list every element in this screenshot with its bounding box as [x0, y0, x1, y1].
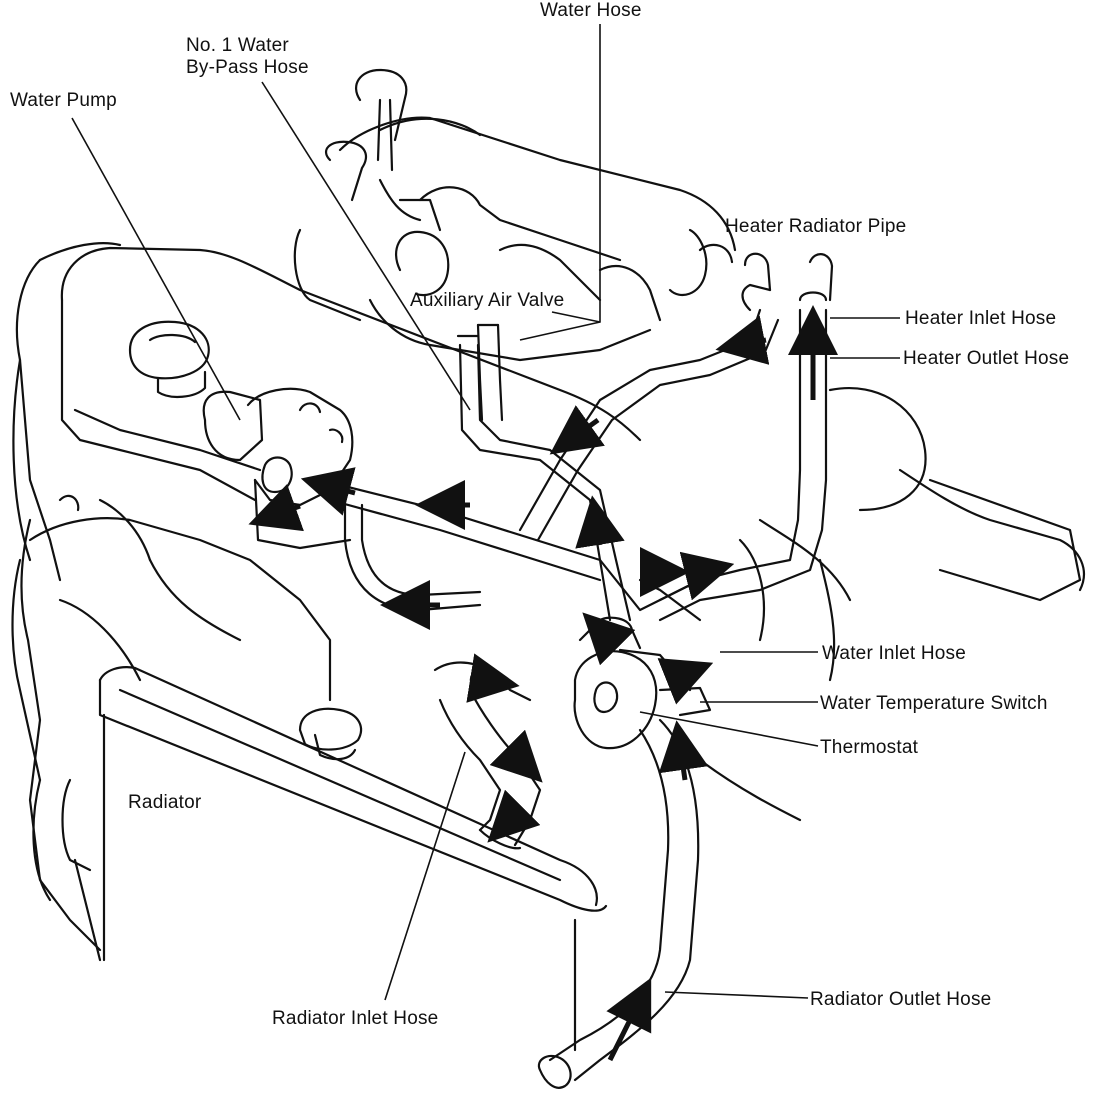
label-water-temperature-switch: Water Temperature Switch [820, 693, 1048, 714]
label-heater-inlet-hose: Heater Inlet Hose [905, 308, 1057, 329]
flow-arrows [248, 305, 838, 1062]
label-water-pump: Water Pump [10, 90, 117, 111]
label-radiator-outlet-hose: Radiator Outlet Hose [810, 989, 992, 1010]
thermostat-housing [573, 616, 712, 750]
label-auxiliary-air-valve: Auxiliary Air Valve [410, 290, 565, 311]
label-heater-outlet-hose: Heater Outlet Hose [903, 348, 1070, 369]
water-pump-body [202, 387, 354, 550]
label-heater-radiator-pipe: Heater Radiator Pipe [725, 216, 907, 237]
label-thermostat: Thermostat [820, 737, 919, 758]
label-radiator: Radiator [128, 792, 202, 813]
label-no1-water-bypass-hose: No. 1 Water By-Pass Hose [186, 35, 309, 79]
label-no1-water-bypass-hose-line2: By-Pass Hose [186, 56, 309, 78]
intake-manifold [293, 68, 737, 362]
leader-lines [71, 24, 900, 1001]
radiator-outlet-hose-shape [537, 718, 700, 1089]
label-water-inlet-hose: Water Inlet Hose [822, 643, 966, 664]
label-water-hose: Water Hose [540, 0, 642, 21]
radiator-inlet-hose-shape [433, 661, 542, 850]
radiator-body [98, 666, 608, 1052]
label-radiator-inlet-hose: Radiator Inlet Hose [272, 1008, 439, 1029]
oil-filler-cap [128, 320, 210, 398]
label-no1-water-bypass-hose-line1: No. 1 Water [186, 35, 289, 56]
